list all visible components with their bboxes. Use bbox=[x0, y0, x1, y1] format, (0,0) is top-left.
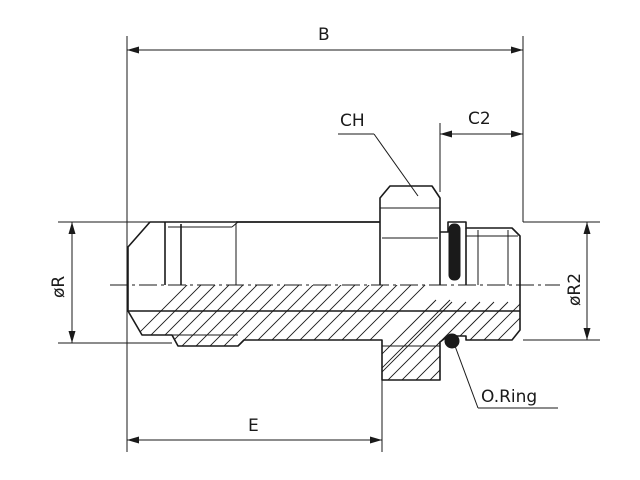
dimension-b bbox=[127, 46, 523, 54]
dimension-label-e: E bbox=[248, 416, 259, 436]
dimension-e bbox=[127, 436, 382, 444]
dimension-label-ch: CH bbox=[340, 111, 365, 131]
dimension-r2 bbox=[583, 222, 591, 340]
o-ring-lower bbox=[444, 333, 460, 349]
dimension-c2 bbox=[440, 130, 523, 138]
leader-ch bbox=[338, 133, 419, 197]
fitting-upper-view bbox=[127, 185, 521, 285]
section-hatching bbox=[128, 285, 520, 380]
o-ring-upper bbox=[448, 223, 461, 281]
leader-o-ring bbox=[454, 345, 558, 409]
dimension-label-c2: C2 bbox=[468, 109, 491, 129]
label-o-ring: O.Ring bbox=[481, 387, 537, 407]
dimension-label-b: B bbox=[318, 25, 330, 45]
dimension-label-r2: øR2 bbox=[565, 273, 585, 306]
dimension-r bbox=[68, 222, 76, 343]
dimension-label-r: øR bbox=[49, 276, 69, 298]
fitting-lower-section bbox=[127, 285, 521, 381]
